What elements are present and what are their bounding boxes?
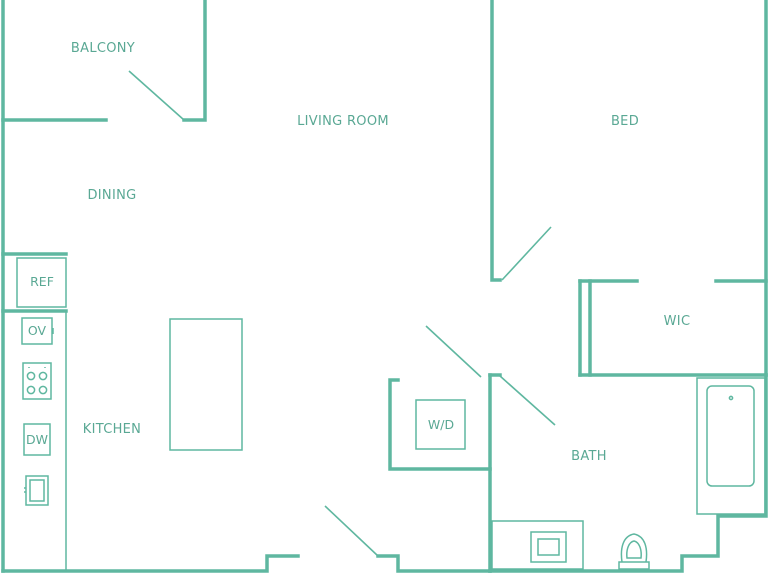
- label-wic: WIC: [664, 314, 691, 329]
- bath-fixtures: [491, 377, 766, 570]
- oven: [21, 317, 53, 345]
- door-closet: [425, 325, 482, 378]
- bathtub-enclosure: [696, 377, 766, 515]
- label-kitchen: KITCHEN: [83, 422, 141, 437]
- sink-icon: [530, 531, 567, 563]
- wall-bottom-mid: [376, 554, 492, 573]
- vanity: [491, 520, 584, 570]
- label-dishwasher: DW: [26, 432, 48, 447]
- label-living-room: LIVING ROOM: [297, 114, 389, 129]
- washer-dryer: [415, 399, 466, 450]
- label-balcony: BALCONY: [71, 41, 135, 56]
- cooktop-icon: [22, 362, 52, 400]
- wall-bottom-left: [1, 554, 300, 573]
- room-labels: BALCONY LIVING ROOM BED DINING KITCHEN W…: [71, 41, 690, 464]
- refrigerator: [16, 257, 67, 308]
- label-bath: BATH: [571, 449, 607, 464]
- kitchen-island: [169, 318, 243, 451]
- label-ref: REF: [30, 274, 54, 289]
- door-bath: [499, 375, 556, 426]
- label-washer-dryer: W/D: [428, 417, 454, 432]
- fixture-labels: REF OV DW W/D: [26, 274, 454, 447]
- door-balcony: [128, 70, 185, 121]
- dishwasher: [23, 423, 51, 456]
- door-bedroom: [501, 226, 552, 281]
- wall-closet: [388, 378, 492, 471]
- wall-balcony-right: [182, 0, 207, 122]
- label-bed: BED: [611, 114, 639, 129]
- kitchen-counter: [2, 310, 67, 572]
- label-dining: DINING: [87, 188, 136, 203]
- kitchen-fixtures: [2, 257, 243, 572]
- bathtub-icon: [706, 385, 755, 487]
- wall-bottom-right: [488, 373, 768, 573]
- door-entry: [324, 505, 379, 557]
- label-oven: OV: [28, 323, 47, 338]
- toilet-icon: [618, 533, 650, 570]
- microwave-icon: [24, 475, 49, 506]
- wall-bedroom-left: [490, 0, 502, 282]
- doors: [128, 70, 556, 557]
